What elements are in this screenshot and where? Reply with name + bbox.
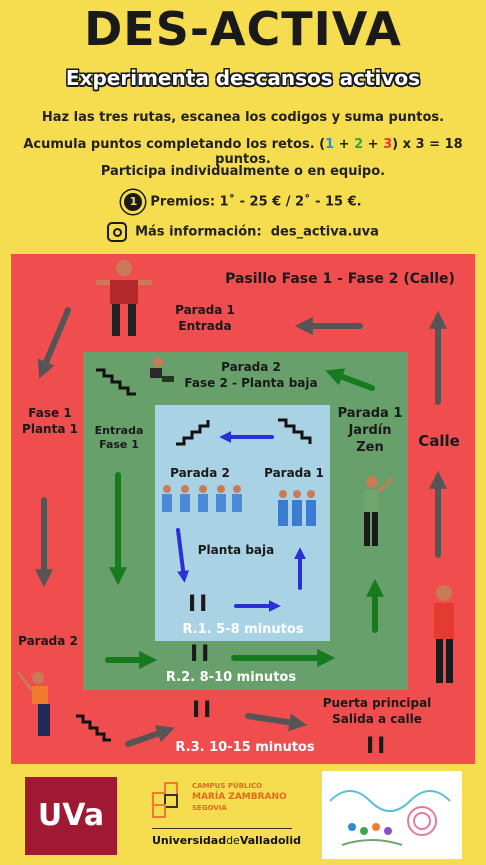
middle-entry-label: Entrada Fase 1 <box>94 424 144 452</box>
route-2-duration: R.2. 8-10 minutos <box>165 670 297 685</box>
arrow-outer-topleft <box>37 307 71 379</box>
middle-stop-1-label: Parada 1 Jardín Zen <box>337 406 403 455</box>
university-name-part-3: Valladolid <box>239 834 301 847</box>
university-name-part-2: de <box>226 834 240 847</box>
campus-line-2: MARÍA ZAMBRANO <box>192 792 287 802</box>
uva-logo: UVa <box>25 777 117 855</box>
pause-mark-route-2: II <box>190 642 213 667</box>
stairs-icon-outer <box>76 714 111 742</box>
university-name-part-1: Universidad <box>152 834 227 847</box>
instagram-handle[interactable]: des_activa.uva <box>270 224 379 240</box>
pause-mark-exit: II <box>366 734 389 759</box>
points-route-1: 1 <box>325 137 335 152</box>
arrow-middle-top <box>325 368 375 391</box>
medal-icon: 1 <box>124 193 143 211</box>
group-figures-blue-left <box>162 485 242 512</box>
arrow-outer-bottom-2 <box>245 713 308 732</box>
instructions-line-3: Participa individualmente o en equipo. <box>100 164 386 179</box>
plus-sign-2: + <box>363 137 384 152</box>
page-subtitle: Experimenta descansos activos <box>65 66 421 90</box>
project-illustration-logo <box>322 771 462 859</box>
stairs-icons <box>76 368 312 742</box>
prizes-text: Premios: 1˚ - 25 € / 2˚ - 15 €. <box>150 194 362 210</box>
inner-stop-2-label: Parada 2 <box>170 466 230 480</box>
university-name: UniversidaddeValladolid <box>152 834 301 847</box>
outer-street-label: Calle <box>418 432 460 450</box>
outer-route-arrows <box>35 307 447 747</box>
middle-route-arrows <box>105 368 384 669</box>
arrow-outer-bottom-1 <box>125 725 175 747</box>
group-figures-blue-right <box>278 490 316 526</box>
outer-stop-2-label: Parada 2 <box>18 634 78 648</box>
outer-exit-label: Puerta principal Salida a calle <box>322 696 432 726</box>
outer-stop-1-label: Parada 1 Entrada <box>175 303 235 333</box>
instructions-line-2-post: ) x 3 = 18 puntos. <box>215 137 463 167</box>
instagram-icon <box>107 222 128 242</box>
instructions-line-2: Acumula puntos completando los retos. (1… <box>0 137 486 167</box>
inner-stop-1-label: Parada 1 <box>264 466 324 480</box>
arrow-inner-left <box>176 528 190 583</box>
points-route-2: 2 <box>354 137 364 152</box>
person-figure-top <box>96 260 152 336</box>
campus-line-1: CAMPUS PÚBLICO <box>192 782 263 790</box>
instructions-line-2-pre: Acumula puntos completando los retos. ( <box>23 137 326 152</box>
person-figure-right <box>434 585 454 683</box>
points-route-3: 3 <box>383 137 393 152</box>
outer-corridor-label: Pasillo Fase 1 - Fase 2 (Calle) <box>225 271 455 287</box>
prizes-line: 1 Premios: 1˚ - 25 € / 2˚ - 15 €. <box>0 193 486 211</box>
stairs-icon-blue-right <box>278 418 312 444</box>
pause-mark-route-1: II <box>188 592 211 617</box>
route-3-duration: R.3. 10-15 minutos <box>175 740 315 755</box>
middle-stop-2-label: Parada 2 Fase 2 - Planta baja <box>184 360 318 390</box>
campus-line-3: SEGOVIA <box>192 804 227 812</box>
stairs-icon-blue-left <box>176 420 210 446</box>
outer-phase1-label: Fase 1 Planta 1 <box>22 406 78 436</box>
person-figure-squat <box>150 357 174 382</box>
plus-sign-1: + <box>334 137 355 152</box>
person-figure-left-bottom <box>16 671 50 736</box>
campus-grid-icon <box>152 782 182 818</box>
inner-floor-label: Planta baja <box>197 543 275 557</box>
page-title: DES-ACTIVA <box>84 2 402 56</box>
pause-mark-route-3: II <box>192 698 215 723</box>
more-info-line: Más información: des_activa.uva <box>0 222 486 242</box>
more-info-label: Más información: <box>135 224 262 240</box>
instructions-line-1: Haz las tres rutas, escanea los codigos … <box>41 110 445 125</box>
inner-route-arrows <box>176 431 306 612</box>
stairs-icon-green <box>96 368 136 396</box>
person-figure-green-right <box>364 476 394 546</box>
route-1-duration: R.1. 5-8 minutos <box>182 622 304 637</box>
campus-logo: CAMPUS PÚBLICO MARÍA ZAMBRANO SEGOVIA Un… <box>148 778 301 856</box>
